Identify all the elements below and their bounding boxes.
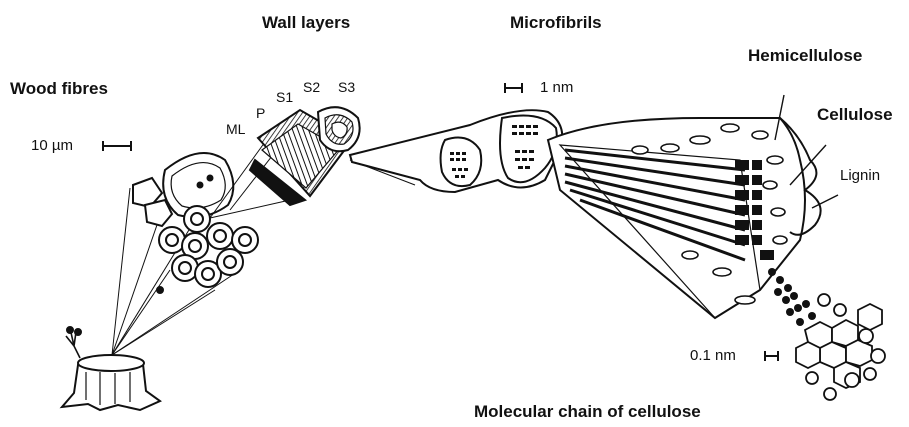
label-wall-layers: Wall layers: [262, 13, 350, 33]
scale-bar-10um: [103, 141, 131, 151]
microfibril-bundle: [350, 110, 562, 192]
label-hemicellulose: Hemicellulose: [748, 46, 862, 66]
label-layer-s1: S1: [276, 89, 293, 105]
label-cellulose: Cellulose: [817, 105, 893, 125]
label-layer-ml: ML: [226, 121, 245, 137]
label-lignin: Lignin: [840, 167, 880, 184]
label-wood-fibres: Wood fibres: [10, 79, 108, 99]
scale-bar-0-1nm: [765, 351, 778, 361]
microfibril-detail-block: [548, 118, 821, 318]
label-scale-10um: 10 µm: [31, 137, 73, 154]
fibre-cells: [133, 153, 258, 293]
label-scale-0-1nm: 0.1 nm: [690, 347, 736, 364]
scale-bar-1nm: [505, 83, 522, 93]
wall-layers-cylinder: [250, 107, 360, 205]
label-microfibrils: Microfibrils: [510, 13, 602, 33]
tree-stump: [62, 327, 160, 410]
label-molecular-chain: Molecular chain of cellulose: [474, 402, 701, 422]
label-layer-s2: S2: [303, 79, 320, 95]
label-scale-1nm: 1 nm: [540, 79, 573, 96]
label-layer-s3: S3: [338, 79, 355, 95]
label-layer-p: P: [256, 105, 265, 121]
molecular-chain: [768, 268, 885, 400]
